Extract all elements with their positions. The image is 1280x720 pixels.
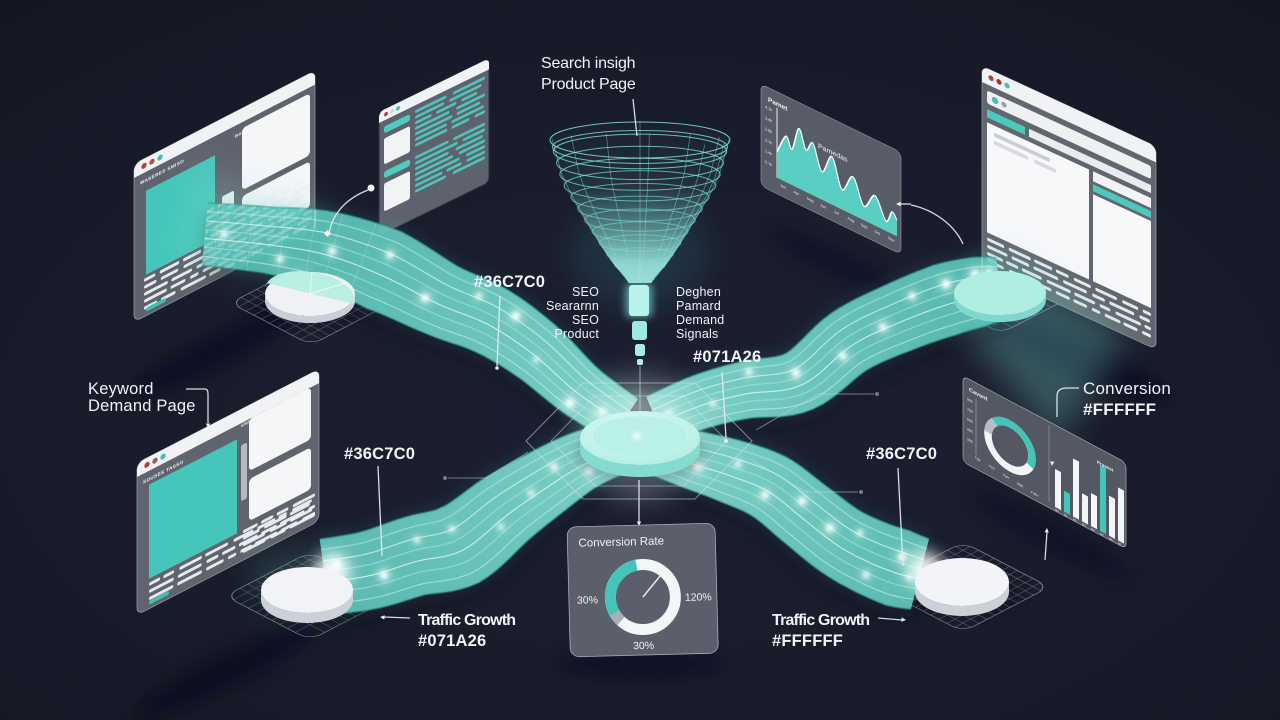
svg-text:M4: M4	[1091, 527, 1095, 533]
svg-text:0.7k: 0.7k	[765, 159, 772, 167]
svg-text:30%: 30%	[633, 640, 654, 653]
svg-text:SEO: SEO	[572, 313, 599, 327]
svg-text:May: May	[807, 197, 814, 204]
svg-text:M00: M00	[1017, 482, 1023, 489]
svg-text:Pamard: Pamard	[676, 299, 721, 313]
svg-text:Demand Page: Demand Page	[88, 397, 196, 415]
svg-text:#071A26: #071A26	[693, 348, 761, 366]
svg-text:4.1k: 4.1k	[765, 104, 772, 112]
svg-text:F20: F20	[989, 464, 995, 471]
svg-text:Seararnn: Seararnn	[546, 299, 599, 313]
svg-text:2.8k: 2.8k	[765, 126, 772, 134]
svg-text:#36C7C0: #36C7C0	[866, 445, 937, 463]
svg-text:M3: M3	[1082, 522, 1086, 528]
svg-text:#FFFFFF: #FFFFFF	[772, 632, 843, 650]
svg-text:M6: M6	[1109, 536, 1113, 542]
svg-text:Deghen: Deghen	[676, 285, 721, 299]
svg-text:Apr: Apr	[794, 190, 800, 197]
svg-text:600: 600	[967, 417, 973, 424]
svg-text:900: 900	[967, 397, 973, 404]
svg-text:M7: M7	[1118, 541, 1122, 547]
svg-text:2.1k: 2.1k	[765, 137, 772, 145]
svg-text:Fwbv: Fwbv	[1031, 490, 1039, 498]
svg-text:Jun: Jun	[821, 203, 827, 210]
svg-text:Product: Product	[555, 327, 600, 341]
svg-text:M0: M0	[1055, 508, 1059, 514]
svg-text:Fgw: Fgw	[1003, 473, 1010, 480]
svg-text:M2: M2	[1073, 517, 1077, 523]
svg-text:3.4k: 3.4k	[765, 115, 772, 123]
svg-text:#36C7C0: #36C7C0	[344, 445, 415, 463]
svg-text:1.4k: 1.4k	[765, 148, 772, 156]
svg-text:Sep: Sep	[861, 223, 867, 230]
svg-text:Traffic Growth: Traffic Growth	[772, 612, 869, 629]
svg-text:750: 750	[967, 407, 973, 414]
svg-text:SEO: SEO	[572, 285, 599, 299]
svg-text:Conversion: Conversion	[1083, 379, 1171, 398]
svg-text:M1: M1	[1064, 512, 1068, 518]
svg-text:Signals: Signals	[676, 327, 718, 341]
svg-text:450: 450	[967, 427, 973, 434]
svg-text:300: 300	[967, 437, 973, 444]
svg-text:Keyword: Keyword	[88, 380, 154, 398]
svg-text:Demand: Demand	[676, 313, 724, 327]
svg-text:Oct: Oct	[875, 230, 881, 237]
svg-text:Nov: Nov	[888, 236, 894, 243]
svg-text:120%: 120%	[685, 591, 712, 604]
svg-text:Search insigh: Search insigh	[541, 55, 635, 72]
svg-text:Conversion Rate: Conversion Rate	[578, 535, 664, 549]
svg-text:Traffic Growth: Traffic Growth	[418, 612, 515, 629]
svg-text:Product Page: Product Page	[541, 76, 636, 93]
svg-text:Jan: Jan	[780, 183, 786, 190]
svg-text:#071A26: #071A26	[418, 632, 486, 650]
svg-text:M5: M5	[1100, 532, 1104, 538]
svg-text:Fgy: Fgy	[975, 456, 981, 463]
svg-text:Jul: Jul	[834, 210, 839, 216]
svg-text:Aug: Aug	[848, 216, 854, 223]
svg-text:#FFFFFF: #FFFFFF	[1083, 400, 1156, 419]
svg-text:30%: 30%	[577, 594, 598, 607]
svg-text:#36C7C0: #36C7C0	[474, 273, 545, 291]
